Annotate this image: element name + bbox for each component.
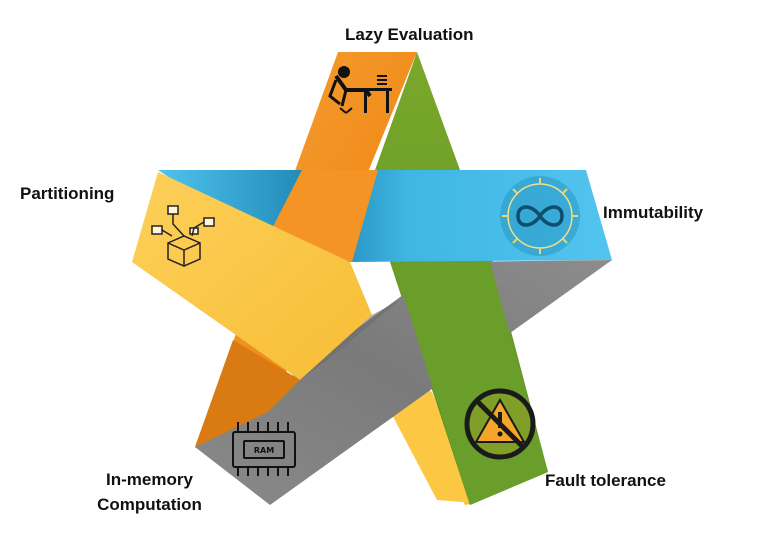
in-memory-computation-band bbox=[195, 260, 612, 505]
green-over-gray bbox=[393, 262, 548, 505]
gray-shadow bbox=[300, 300, 400, 380]
partitioning-band bbox=[132, 172, 372, 380]
orange-shadow-under-yellow bbox=[195, 340, 300, 447]
infinity-icon bbox=[500, 176, 580, 256]
person-relaxing-at-desk-icon bbox=[328, 66, 392, 114]
label-lazy-evaluation: Lazy Evaluation bbox=[345, 25, 474, 44]
immutability-band bbox=[158, 170, 612, 262]
partitioning-band-lower-fill bbox=[380, 392, 474, 503]
no-warning-icon bbox=[464, 388, 536, 460]
box-network-icon bbox=[151, 205, 215, 267]
ram-chip-icon: RAM bbox=[232, 422, 296, 476]
label-partitioning: Partitioning bbox=[20, 184, 115, 203]
label-in-memory-computation: In-memory Computation bbox=[97, 470, 202, 514]
label-immutability: Immutability bbox=[603, 203, 704, 222]
label-fault-tolerance: Fault tolerance bbox=[545, 471, 666, 490]
ram-text: RAM bbox=[254, 446, 274, 455]
